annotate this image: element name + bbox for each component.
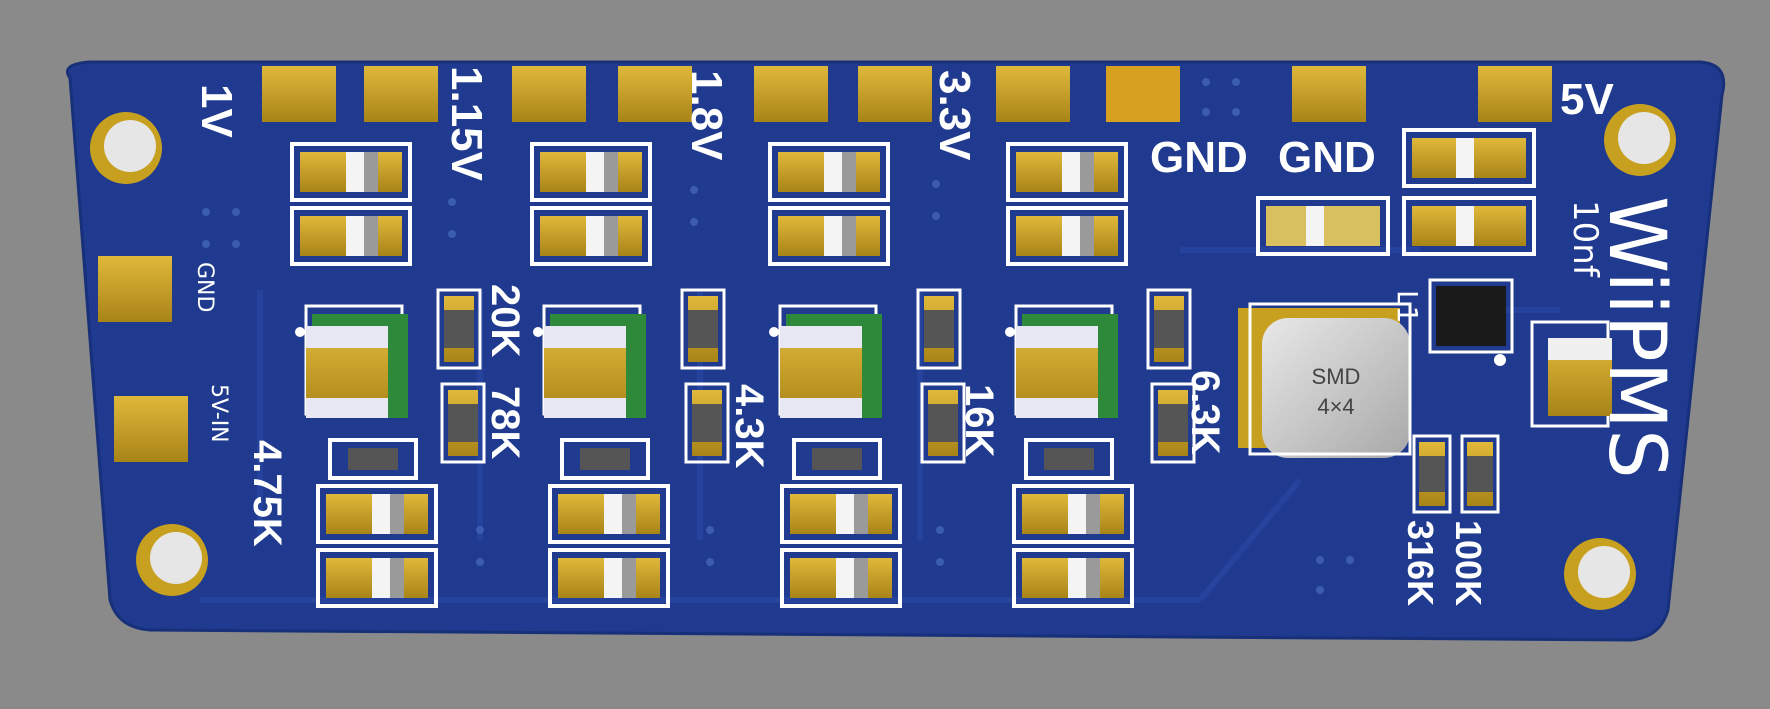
mounting-holes bbox=[90, 104, 1676, 610]
board-title: WiiPMS bbox=[1591, 196, 1681, 479]
rail-label-gnd-1: GND bbox=[1150, 133, 1248, 182]
res-label-20k: 20K bbox=[483, 284, 527, 357]
res-label-4-75k: 4.75K bbox=[245, 440, 289, 547]
res-label-16k: 16K bbox=[957, 384, 1001, 457]
inductor-label-line1: SMD bbox=[1312, 364, 1361, 389]
regulators bbox=[295, 304, 1120, 420]
resistors bbox=[436, 288, 1500, 514]
side-label-5v-in: 5V-IN bbox=[206, 384, 231, 443]
vias bbox=[202, 78, 1354, 594]
rail-label-1-8v: 1.8V bbox=[682, 70, 731, 161]
rail-label-5v: 5V bbox=[1560, 75, 1614, 124]
res-label-4-3k: 4.3K bbox=[727, 384, 771, 469]
side-label-gnd: GND bbox=[192, 262, 217, 312]
rail-label-1v: 1V bbox=[192, 84, 241, 138]
rail-label-gnd-2: GND bbox=[1278, 133, 1376, 182]
capacitor-array bbox=[290, 128, 1536, 608]
buck-ic bbox=[1428, 278, 1514, 366]
cap-label-10nf: 10nf bbox=[1565, 200, 1605, 278]
input-pads bbox=[98, 256, 188, 462]
rail-label-3-3v: 3.3V bbox=[930, 70, 979, 161]
res-label-78k: 78K bbox=[483, 386, 527, 459]
res-label-100k: 100K bbox=[1448, 520, 1489, 606]
inductor-ref: L1 bbox=[1391, 290, 1424, 323]
res-label-6-3k: 6.3K bbox=[1183, 370, 1227, 455]
copper-traces bbox=[200, 247, 1560, 603]
edge-pads bbox=[262, 66, 1552, 122]
inductor-label-line2: 4×4 bbox=[1317, 394, 1354, 419]
cap-10nf bbox=[1530, 320, 1612, 428]
rail-label-1-15v: 1.15V bbox=[442, 66, 491, 182]
inductor bbox=[1238, 302, 1412, 458]
res-label-316k: 316K bbox=[1400, 520, 1441, 606]
